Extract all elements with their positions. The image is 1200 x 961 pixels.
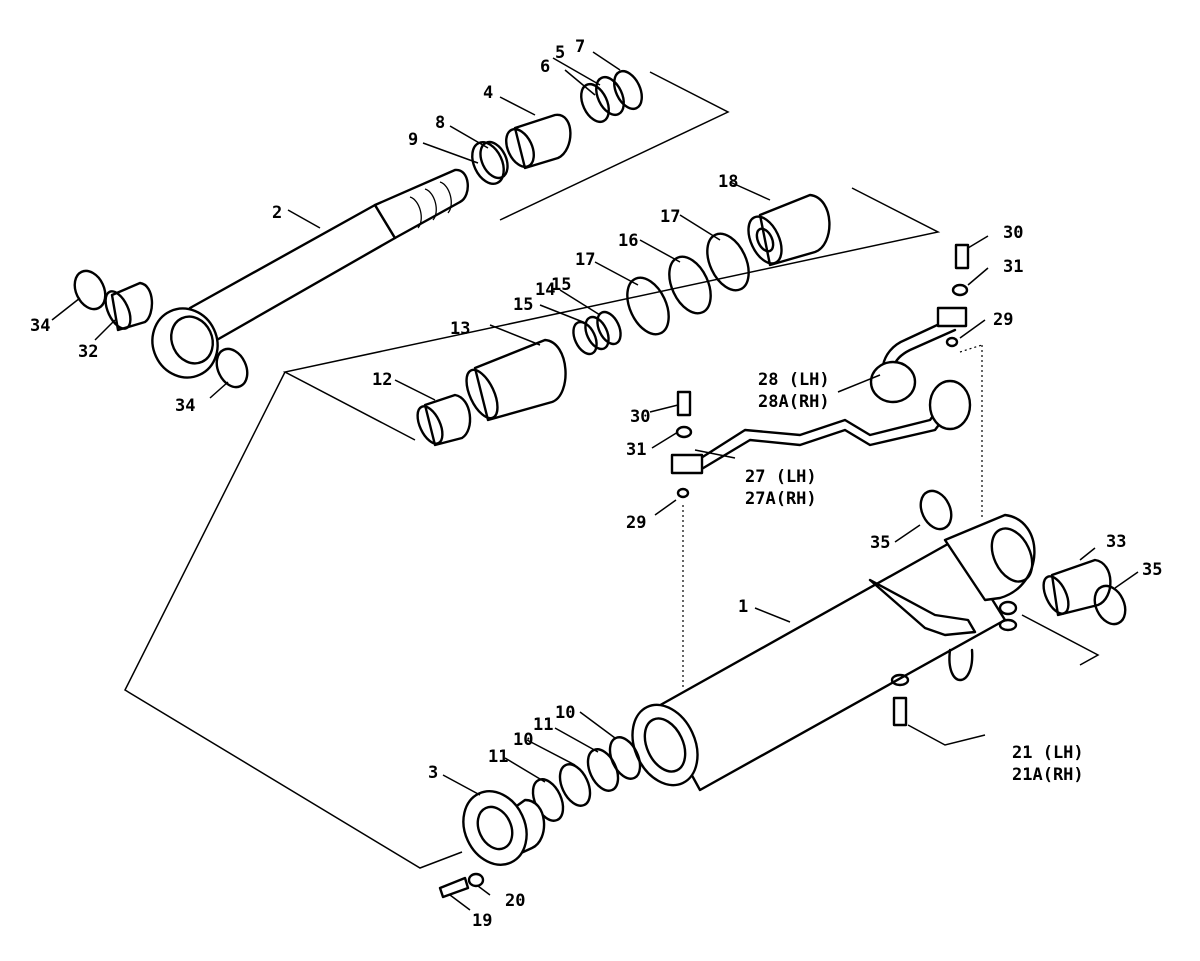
cylinder-tube-part-1: [631, 513, 1036, 792]
head-group: [438, 736, 642, 899]
group-bracket-lines: [124, 71, 1100, 869]
callout-9: 9: [408, 130, 418, 150]
callout-29a: 29: [993, 310, 1013, 330]
callout-33: 33: [1106, 532, 1126, 552]
callout-30a: 30: [1003, 223, 1023, 243]
callout-5: 5: [555, 43, 565, 63]
callout-31b: 31: [626, 440, 646, 460]
callout-11a: 11: [533, 715, 553, 735]
callout-4: 4: [483, 83, 493, 103]
callout-28-lh: 28 (LH): [758, 370, 830, 390]
callout-15b: 15: [513, 295, 533, 315]
callout-21-lh: 21 (LH): [1012, 743, 1084, 763]
callout-21a-rh: 21A(RH): [1012, 765, 1084, 785]
callout-labels: 1 2 3 4 5 6 7 8 9 10 10 11 11 12 13 14 1…: [30, 37, 1162, 931]
callout-6: 6: [540, 57, 550, 77]
bushing-and-seals-left: [73, 269, 249, 389]
piston-group: [416, 193, 831, 447]
callout-1: 1: [738, 597, 748, 617]
callout-29b: 29: [626, 513, 646, 533]
callout-2: 2: [272, 203, 282, 223]
callout-14: 14: [535, 280, 555, 300]
callout-18: 18: [718, 172, 738, 192]
callout-30b: 30: [630, 407, 650, 427]
callout-35a: 35: [870, 533, 890, 553]
callout-27-lh: 27 (LH): [745, 467, 817, 487]
callout-32: 32: [78, 342, 98, 362]
piston-rod-part-2: [151, 168, 469, 379]
callout-34a: 34: [30, 316, 50, 336]
callout-11b: 11: [488, 747, 508, 767]
callout-17a: 17: [660, 207, 680, 227]
callout-13: 13: [450, 319, 470, 339]
callout-15a: 15: [551, 275, 571, 295]
callout-7: 7: [575, 37, 585, 57]
callout-16: 16: [618, 231, 638, 251]
callout-28a-rh: 28A(RH): [758, 392, 830, 412]
callout-10b: 10: [513, 730, 533, 750]
callout-10a: 10: [555, 703, 575, 723]
callout-8: 8: [435, 113, 445, 133]
callout-leader-lines: [51, 51, 1139, 911]
callout-3: 3: [428, 763, 438, 783]
bushing-and-seals-right: [919, 489, 1127, 626]
callout-17b: 17: [575, 250, 595, 270]
callout-19: 19: [472, 911, 492, 931]
callout-35b: 35: [1142, 560, 1162, 580]
callout-31a: 31: [1003, 257, 1023, 277]
callout-12: 12: [372, 370, 392, 390]
callout-20: 20: [505, 891, 525, 911]
callout-27a-rh: 27A(RH): [745, 489, 817, 509]
callout-34b: 34: [175, 396, 195, 416]
pipe-group: [670, 243, 972, 499]
rod-seals-group: [471, 69, 643, 185]
